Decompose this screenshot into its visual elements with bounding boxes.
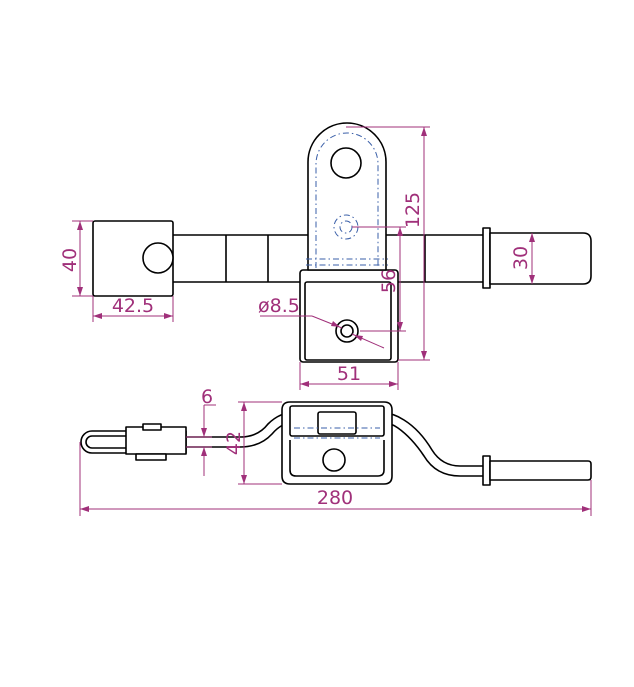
dim-51-label: 51 — [337, 363, 361, 385]
dim-40: 40 — [59, 220, 93, 297]
dim-6-label: 6 — [201, 386, 213, 408]
dim-6: 6 — [186, 386, 216, 476]
dim-30-label: 30 — [510, 246, 532, 270]
dim-56-label: 56 — [378, 269, 400, 293]
dim-8-5-label: ø8.5 — [258, 295, 300, 317]
hook-plate — [307, 122, 387, 271]
dimensions: 40 42.5 125 56 — [59, 126, 592, 516]
grip-collar — [482, 227, 491, 289]
side-grip-collar — [482, 455, 491, 486]
side-mounting-hole — [322, 448, 346, 472]
left-pivot-hole — [142, 242, 174, 274]
dim-8-5: ø8.5 — [258, 295, 385, 349]
dim-125: 125 — [346, 126, 430, 361]
mounting-hole — [335, 319, 359, 343]
dim-42-5-label: 42.5 — [112, 295, 154, 317]
side-pivot-foot — [135, 453, 167, 461]
grip-handle — [489, 232, 592, 285]
dim-280: 280 — [79, 442, 592, 516]
dim-280-label: 280 — [317, 487, 353, 509]
dim-42-5: 42.5 — [92, 295, 174, 322]
dim-125-label: 125 — [402, 192, 424, 228]
dim-56: 56 — [352, 226, 406, 332]
side-grip-handle — [489, 460, 592, 481]
side-view — [80, 401, 592, 486]
dim-51: 51 — [299, 362, 399, 390]
dim-30: 30 — [510, 233, 535, 284]
side-pivot-block — [125, 426, 187, 455]
dim-42: 42 — [223, 401, 282, 485]
top-view — [92, 122, 592, 363]
dim-40-label: 40 — [59, 248, 81, 272]
hook-hole — [330, 147, 362, 179]
dim-42-label: 42 — [223, 431, 245, 455]
